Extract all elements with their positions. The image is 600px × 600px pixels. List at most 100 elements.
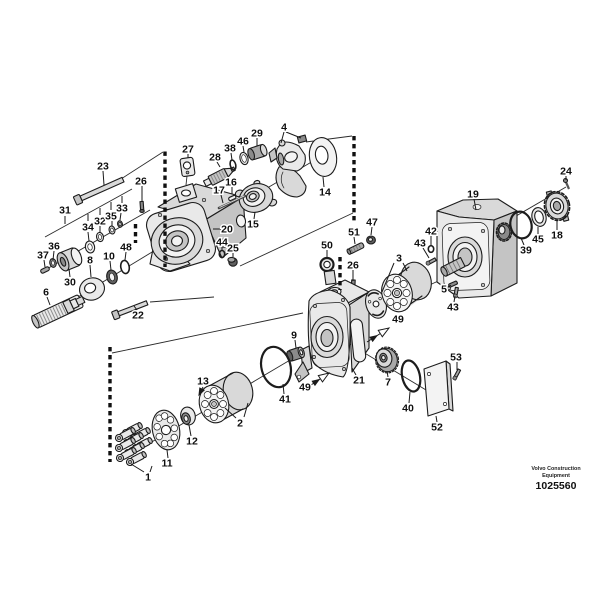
part-16-pin xyxy=(228,194,237,202)
callout-20: 20 xyxy=(221,224,233,236)
callout-31: 31 xyxy=(59,205,71,217)
part-15-flange xyxy=(234,179,278,213)
leader-line-38 xyxy=(230,152,233,161)
callout-50: 50 xyxy=(321,240,333,252)
leader-line-33 xyxy=(119,212,122,221)
leader-line-1 xyxy=(130,463,145,473)
arrowhead-49 xyxy=(377,327,391,338)
callout-22: 22 xyxy=(132,310,144,322)
callout-19: 19 xyxy=(467,189,479,201)
callout-2: 2 xyxy=(237,418,243,430)
part-24-screw xyxy=(562,177,571,190)
callout-26: 26 xyxy=(347,260,359,272)
part-valve-plate xyxy=(364,289,388,319)
part-39-o-ring xyxy=(509,210,533,240)
callout-27: 27 xyxy=(182,144,194,156)
part-21-pump-housing xyxy=(294,269,370,383)
part-19-pump-housing xyxy=(436,198,518,299)
callout-43: 43 xyxy=(414,238,426,250)
callout-36: 36 xyxy=(48,241,60,253)
leader-line-10 xyxy=(109,260,112,271)
part-28-servo-piston xyxy=(202,166,236,187)
callout-10: 10 xyxy=(103,251,115,263)
part-10-seal-ring xyxy=(106,269,118,285)
part-29-cup xyxy=(247,143,268,161)
part-7-bearing-gear xyxy=(374,346,400,374)
part-32-ring xyxy=(95,231,105,243)
leader-line-7 xyxy=(386,370,389,378)
callout-41: 41 xyxy=(279,394,291,406)
callout-7: 7 xyxy=(385,377,391,389)
part-45-ring xyxy=(531,207,547,227)
assembly-cut-lines xyxy=(108,136,356,462)
callout-49: 49 xyxy=(299,382,311,394)
part-43-bolt-left xyxy=(425,257,437,266)
callout-26: 26 xyxy=(135,176,147,188)
brand-line2: Equipment xyxy=(542,473,570,479)
callout-25: 25 xyxy=(227,243,239,255)
leader-line-22 xyxy=(133,305,138,311)
callout-48: 48 xyxy=(120,242,132,254)
part-42-ring xyxy=(427,244,435,254)
callout-37: 37 xyxy=(37,250,49,262)
callout-30: 30 xyxy=(64,277,76,289)
leader-line-1 xyxy=(149,465,153,473)
part-51-stud xyxy=(346,242,365,255)
leader-line-37 xyxy=(43,259,46,268)
leader-line-41 xyxy=(282,383,285,395)
callout-23: 23 xyxy=(97,161,109,173)
leader-line-4 xyxy=(280,131,285,144)
part-9-bushing xyxy=(286,346,305,362)
leader-line-17 xyxy=(220,194,224,204)
leader-line-6 xyxy=(46,296,51,306)
part-53-pin xyxy=(452,368,462,381)
part-47-nut xyxy=(366,235,376,245)
part-8-bearing-race xyxy=(78,277,106,301)
callout-45: 45 xyxy=(532,234,544,246)
callout-53: 53 xyxy=(450,352,462,364)
callout-15: 15 xyxy=(247,219,259,231)
part-41-o-ring xyxy=(259,345,293,389)
callout-4: 4 xyxy=(281,122,287,134)
part-22-bolt xyxy=(111,300,149,321)
callout-17: 17 xyxy=(213,185,225,197)
part-11-retainer-plate xyxy=(151,409,181,451)
leader-line-15 xyxy=(253,211,256,220)
leader-line-47 xyxy=(370,226,373,236)
brand-line1: Volvo Construction xyxy=(531,466,580,472)
part-35-ring xyxy=(108,225,116,235)
arrowhead-49 xyxy=(317,372,331,383)
leader-line-28 xyxy=(216,161,221,168)
callout-38: 38 xyxy=(224,143,236,155)
leader-line-4 xyxy=(285,131,302,139)
part-26-stud-left xyxy=(139,200,145,214)
parts-layer xyxy=(31,134,571,467)
leader-line-43 xyxy=(422,247,430,259)
part-17-rod xyxy=(217,194,247,210)
callout-35: 35 xyxy=(105,211,117,223)
part-25-plug xyxy=(227,256,238,267)
callout-8: 8 xyxy=(87,255,93,267)
callout-52: 52 xyxy=(431,422,443,434)
callout-47: 47 xyxy=(366,217,378,229)
callout-28: 28 xyxy=(209,152,221,164)
callout-13: 13 xyxy=(197,376,209,388)
part-3-cylinder-block xyxy=(381,261,432,313)
leader-line-9 xyxy=(294,339,297,349)
leader-line-8 xyxy=(89,264,92,278)
callout-21: 21 xyxy=(353,375,365,387)
callout-5: 5 xyxy=(441,284,447,296)
callout-39: 39 xyxy=(520,245,532,257)
part-52-cover-plate xyxy=(423,360,454,417)
leader-line-3 xyxy=(381,262,395,293)
leader-line-34 xyxy=(87,231,90,242)
leader-line-46 xyxy=(242,145,245,153)
part-27-valve xyxy=(179,156,196,177)
leader-line-36 xyxy=(52,250,55,261)
arrowhead-49 xyxy=(369,334,379,343)
part-33-ring xyxy=(117,220,123,228)
leader-line-40 xyxy=(408,391,411,404)
callout-12: 12 xyxy=(186,436,198,448)
